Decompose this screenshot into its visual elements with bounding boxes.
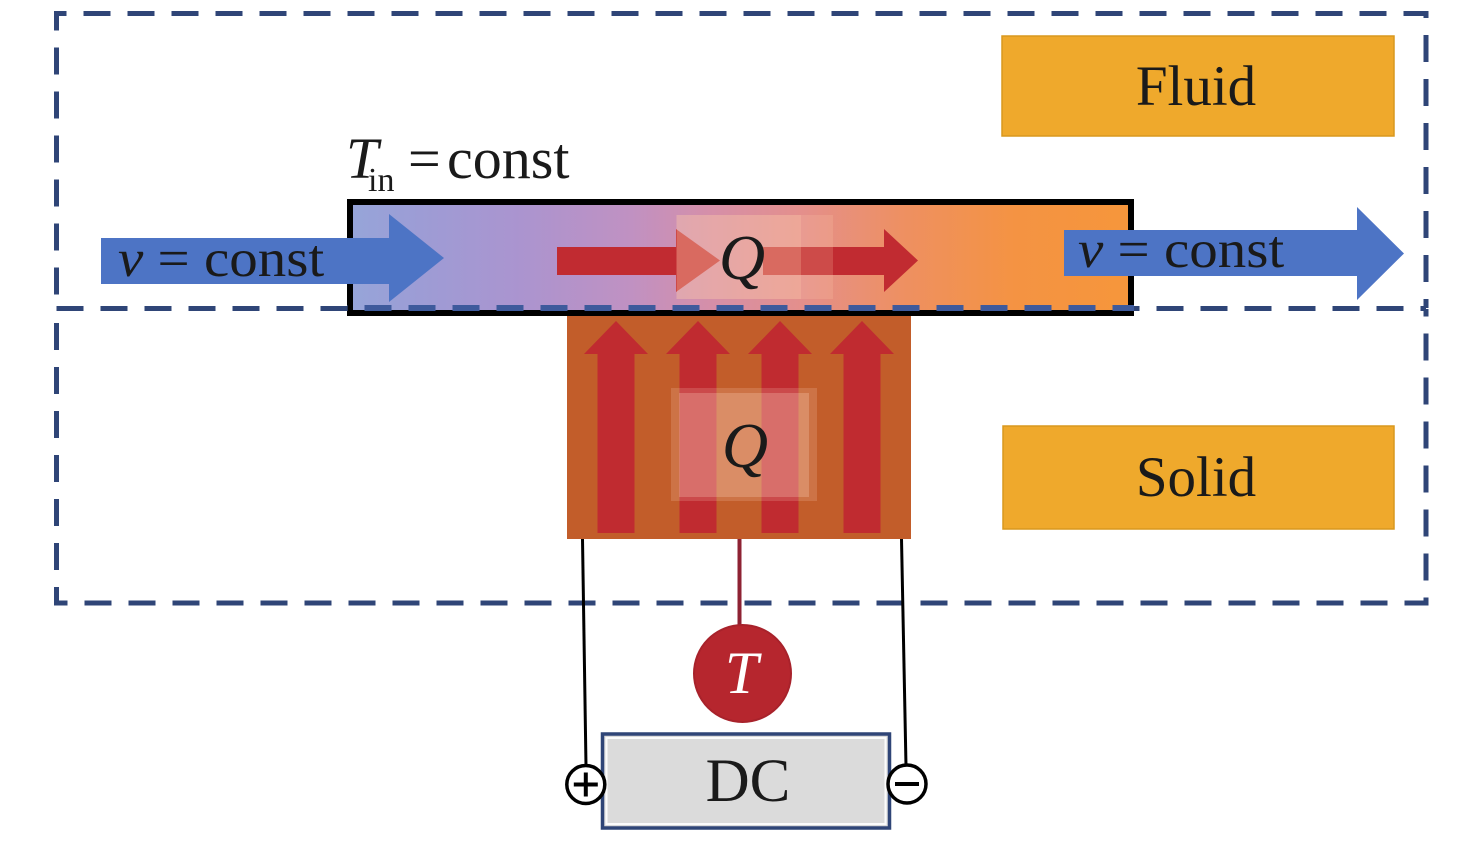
svg-text:Solid: Solid (1136, 446, 1256, 509)
svg-text:v = const: v = const (118, 229, 324, 288)
svg-text:DC: DC (706, 748, 791, 815)
svg-text:Q: Q (722, 410, 768, 481)
svg-text:T: T (725, 640, 762, 706)
svg-text:Tin=const: Tin=const (346, 126, 569, 199)
svg-text:v = const: v = const (1078, 220, 1284, 279)
svg-text:Q: Q (719, 222, 765, 293)
svg-text:Fluid: Fluid (1136, 55, 1256, 118)
